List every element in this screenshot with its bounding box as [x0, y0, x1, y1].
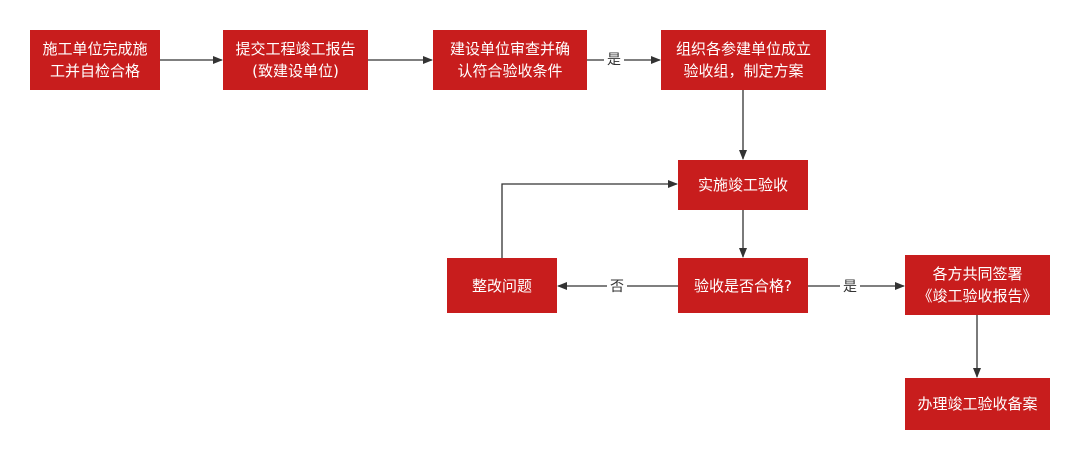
node-start: 施工单位完成施 工并自检合格 — [30, 30, 160, 90]
node-submit-report: 提交工程竣工报告 (致建设单位) — [223, 30, 368, 90]
node-sign-report: 各方共同签署 《竣工验收报告》 — [905, 255, 1050, 315]
node-rectify: 整改问题 — [447, 258, 557, 313]
edge-label-yes-right: 是 — [840, 279, 860, 295]
edge-label-yes-top: 是 — [604, 52, 624, 68]
edge-label-no: 否 — [607, 279, 627, 295]
node-organize: 组织各参建单位成立 验收组，制定方案 — [661, 30, 826, 90]
node-decision: 验收是否合格? — [678, 258, 808, 313]
edge-rectify-to-implement — [501, 180, 678, 258]
node-filing: 办理竣工验收备案 — [905, 378, 1050, 430]
node-implement: 实施竣工验收 — [678, 160, 808, 210]
node-review: 建设单位审查并确 认符合验收条件 — [433, 30, 587, 90]
